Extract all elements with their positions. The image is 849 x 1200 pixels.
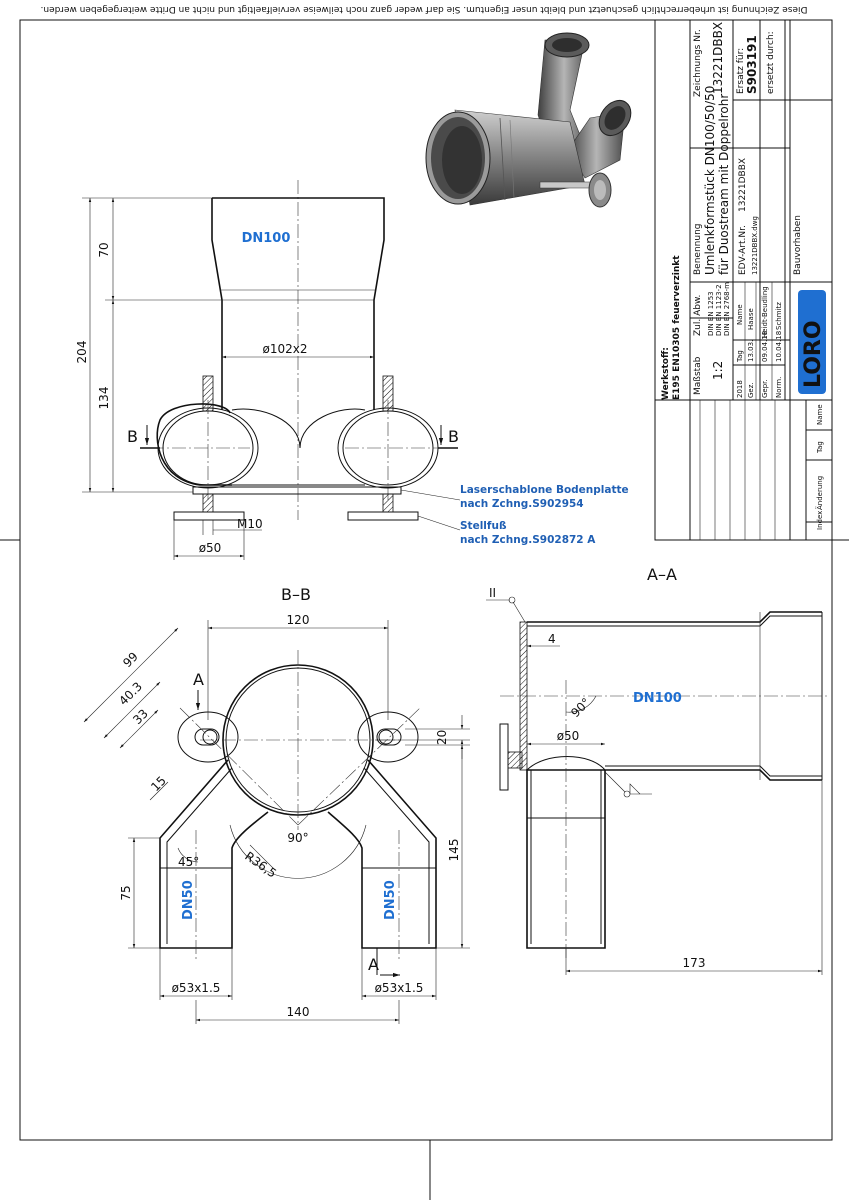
svg-text:Heidt-Beudling: Heidt-Beudling [761, 286, 769, 338]
callout-plate-line1: Laserschablone Bodenplatte [460, 484, 629, 496]
svg-text:B: B [127, 427, 138, 446]
svg-text:Tag: Tag [816, 441, 824, 454]
svg-text:ersetzt durch:: ersetzt durch: [766, 31, 776, 94]
svg-text:Gez.: Gez. [747, 382, 755, 398]
designation-line2: für Duostream mit Doppelrohr [717, 94, 731, 275]
svg-text:Änderung: Änderung [815, 476, 824, 510]
weld-mark: II [489, 586, 496, 600]
svg-text:Bauvorhaben: Bauvorhaben [793, 215, 803, 275]
svg-text:B: B [448, 427, 459, 446]
svg-text:Ersatz für:: Ersatz für: [736, 48, 746, 94]
angle-90-aa: 90° [568, 695, 593, 720]
front-view-dimensions: 204 70 134 ø102x2 DN100 M10 ø50 Lasersch… [75, 197, 629, 560]
dim-99: 99 [120, 649, 141, 670]
dim-20: 20 [435, 730, 449, 745]
svg-text:Diese Zeichnung ist urheberrec: Diese Zeichnung ist urheberrechtlich ges… [41, 4, 808, 14]
dim-foot-diameter: ø50 [199, 541, 222, 555]
svg-text:2018: 2018 [736, 380, 744, 398]
svg-text:Haase: Haase [747, 308, 755, 330]
angle-90-bb: 90° [287, 831, 308, 845]
section-bb-dimensions: 120 99 40.3 33 15 20 145 75 90° 45° R36,… [83, 613, 470, 1024]
svg-text:Index: Index [816, 511, 824, 530]
svg-text:A: A [368, 955, 379, 974]
svg-text:13.03.: 13.03. [747, 340, 755, 362]
svg-text:10.04.18: 10.04.18 [775, 331, 783, 362]
angle-45: 45° [178, 855, 199, 869]
label-dn50-right: DN50 [383, 880, 398, 920]
svg-text:Zul. Abw.: Zul. Abw. [693, 295, 703, 336]
section-bb-title: B–B [281, 585, 311, 604]
svg-text:Maßstab: Maßstab [693, 356, 703, 395]
dim-pipe-diameter: ø102x2 [263, 342, 308, 356]
svg-text:Werkstoff:: Werkstoff: [661, 347, 671, 400]
callout-foot-line1: Stellfuß [460, 520, 507, 532]
dim-pipe-left: ø53x1.5 [172, 981, 221, 995]
svg-text:09.04.18: 09.04.18 [761, 331, 769, 362]
label-dn100-aa: DN100 [633, 691, 682, 706]
svg-text:Zeichnungs Nr.: Zeichnungs Nr. [693, 29, 703, 97]
svg-text:DIN EN 1123-2: DIN EN 1123-2 [715, 284, 723, 336]
designation-line1: Umlenkformstück DN100/50/50 [703, 86, 717, 275]
dim-pipe-right: ø53x1.5 [375, 981, 424, 995]
section-aa-dimensions: 4 90° ø50 173 [527, 632, 823, 975]
label-dn100-front: DN100 [242, 231, 291, 246]
edv-number: 13221DBBX [738, 158, 748, 212]
material-note: Werkstoff: E195 EN10305 feuerverzinkt [661, 255, 682, 400]
dim-33: 33 [130, 706, 151, 727]
svg-text:Name: Name [736, 304, 744, 325]
copyright-notice: Diese Zeichnung ist urheberrechtlich ges… [41, 4, 808, 14]
dim-120: 120 [287, 613, 310, 627]
dim-40-3: 40.3 [116, 679, 145, 708]
dim-4: 4 [548, 632, 556, 646]
svg-text:Benennung: Benennung [693, 224, 703, 275]
svg-text:LORO: LORO [801, 320, 826, 388]
radius-36-5: R36,5 [242, 849, 279, 881]
section-aa-view: A–A II DN100 [486, 565, 830, 960]
dim-m10: M10 [237, 517, 263, 531]
title-block: Zeichnungs Nr. 13221DBBX Ersatz für: S90… [654, 19, 833, 541]
callout-foot-line2: nach Zchng.S902872 A [460, 534, 596, 546]
dim-204: 204 [75, 341, 89, 364]
svg-text:Name: Name [816, 404, 824, 425]
section-aa-title: A–A [647, 565, 677, 584]
callout-plate-line2: nach Zchng.S902954 [460, 498, 584, 510]
svg-text:DIN EN 1253: DIN EN 1253 [707, 291, 715, 336]
dim-145: 145 [447, 839, 461, 862]
drawing-number: 13221DBBX [711, 22, 725, 94]
svg-text:Tag: Tag [736, 350, 744, 363]
section-bb-view: B–B A A DN50 DN50 [159, 585, 437, 978]
title-texts: Zeichnungs Nr. 13221DBBX Ersatz für: S90… [693, 22, 826, 530]
dim-50-aa: ø50 [557, 729, 580, 743]
svg-text:Gepr.: Gepr. [761, 379, 769, 398]
dim-134: 134 [97, 387, 111, 410]
dim-75: 75 [119, 885, 133, 900]
svg-text:E195 EN10305 feuerverzinkt: E195 EN10305 feuerverzinkt [672, 255, 682, 400]
dim-140: 140 [287, 1005, 310, 1019]
product-3d-render [425, 32, 632, 208]
dim-15: 15 [148, 773, 169, 794]
file-name: 13221DBBX.dwg [751, 216, 759, 275]
svg-text:EDV-Art.Nr.: EDV-Art.Nr. [738, 225, 748, 275]
scale-value: 1:2 [711, 361, 725, 380]
dim-173: 173 [683, 956, 706, 970]
loro-logo: LORO [798, 290, 826, 394]
svg-text:DIN EN 2768-m: DIN EN 2768-m [723, 282, 731, 336]
replacement-number: S903191 [745, 35, 759, 94]
svg-text:Norm.: Norm. [775, 377, 783, 398]
front-view: B B [127, 180, 459, 521]
drawing-frame [19, 19, 833, 1141]
dim-70: 70 [97, 242, 111, 257]
label-dn50-left: DN50 [181, 880, 196, 920]
svg-text:A: A [193, 670, 204, 689]
svg-text:Schmitz: Schmitz [775, 302, 783, 330]
